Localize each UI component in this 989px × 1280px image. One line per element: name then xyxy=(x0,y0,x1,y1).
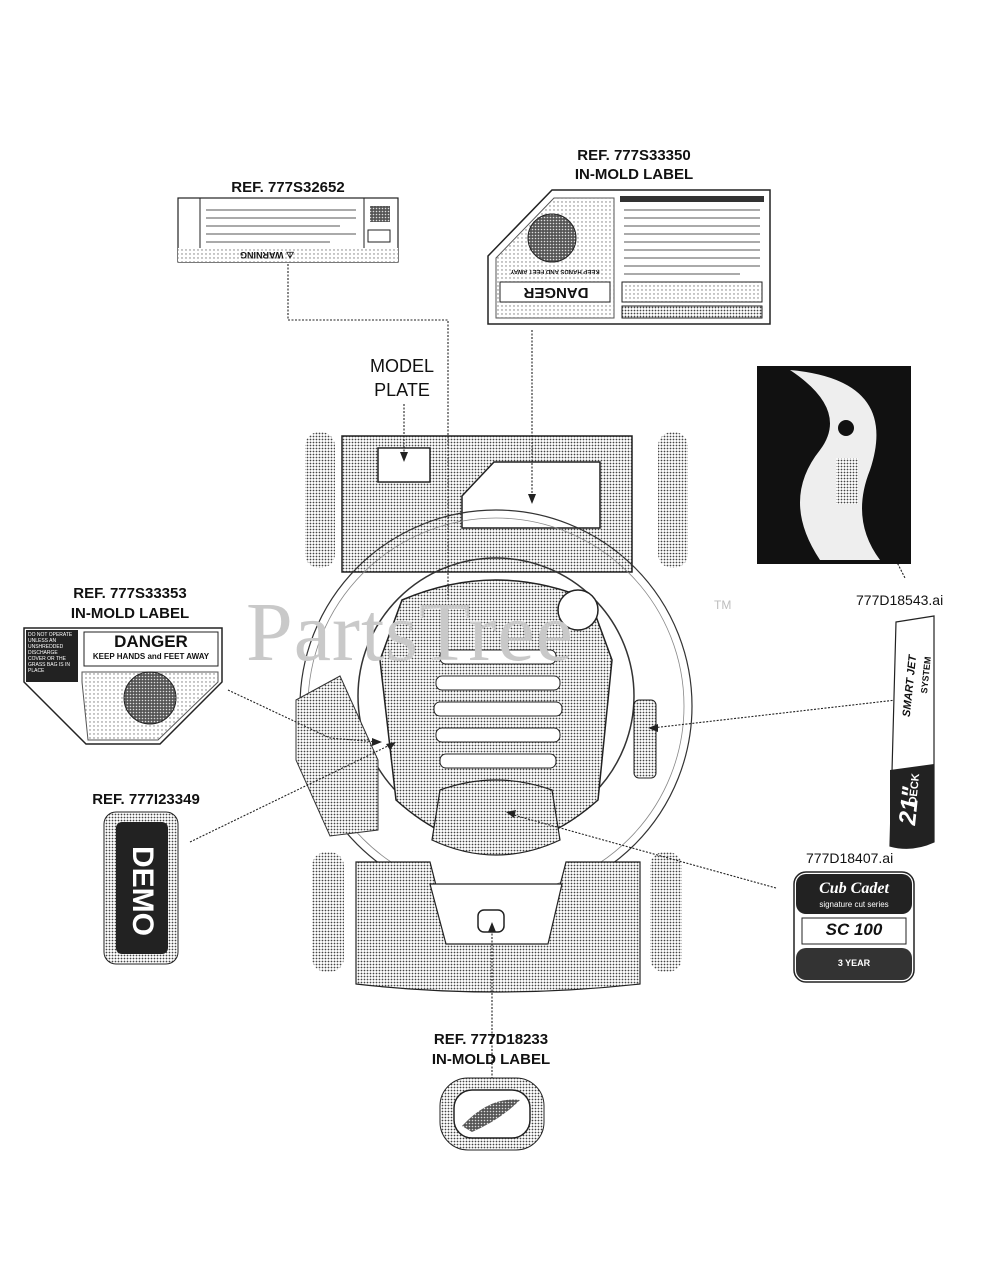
side-chute xyxy=(295,675,379,837)
brand-text: Cub Cadet xyxy=(819,880,889,897)
front-cover xyxy=(431,779,561,856)
label-ref-777d18233-line2: IN-MOLD LABEL xyxy=(431,1051,551,1068)
label-ref-777s33353-line1: REF. 777S33353 xyxy=(73,585,187,602)
watermark: PartsTree xyxy=(246,586,574,679)
wheel-front-left xyxy=(312,852,344,972)
leader-777d18543 xyxy=(651,699,897,729)
label-ref-777s33350-line1: REF. 777S33350 xyxy=(577,147,691,164)
label-ref-777s32652: REF. 777S32652 xyxy=(231,179,345,196)
decal-777i23349 xyxy=(103,811,179,965)
decal-cub-cadet xyxy=(793,871,915,983)
danger-left-text: DANGER xyxy=(114,632,188,651)
leader-arrowheads xyxy=(372,452,658,932)
wheel-rear-left xyxy=(305,432,335,568)
leader-777d18407 xyxy=(509,813,777,889)
label-ref-777i23349: REF. 777I23349 xyxy=(92,791,200,808)
label-ref-777d18233-line1: REF. 777D18233 xyxy=(433,1031,549,1048)
fuel-cap xyxy=(557,589,599,631)
mower-outline xyxy=(295,432,693,993)
danger-left-side: DO NOT OPERATE UNLESS AN UNSHREDDED DISC… xyxy=(28,632,73,674)
model-text: SC 100 xyxy=(825,920,883,939)
wheel-front-right xyxy=(650,852,682,972)
vertical-badge-text: DEMO xyxy=(126,846,159,936)
right-side-panel xyxy=(633,699,657,779)
engine-fins xyxy=(433,649,563,769)
danger-top-sub: KEEP HANDS AND FEET AWAY xyxy=(510,268,600,274)
decal-side-black xyxy=(757,366,911,564)
front-bumper xyxy=(355,861,641,993)
leader-777i23349 xyxy=(189,743,393,843)
decal-777d18233 xyxy=(439,1077,545,1151)
label-model-plate-line1: MODEL xyxy=(369,356,434,376)
decal-21-deck xyxy=(889,615,935,849)
leader-777s32652 xyxy=(287,264,449,600)
danger-top-text: DANGER xyxy=(523,284,589,301)
label-file-777d18407: 777D18407.ai xyxy=(806,850,894,866)
decal-777s33353 xyxy=(23,627,223,745)
warning-header-text: ⚠ WARNING xyxy=(240,250,295,260)
series-text: signature cut series xyxy=(819,900,889,909)
label-file-777d18543: 777D18543.ai xyxy=(856,592,944,608)
danger-left-sub: KEEP HANDS and FEET AWAY xyxy=(92,652,210,661)
label-ref-777s33353-line2: IN-MOLD LABEL xyxy=(70,605,190,622)
label-ref-777s33350-line2: IN-MOLD LABEL xyxy=(574,166,694,183)
leader-lines xyxy=(189,264,906,1100)
decal-777s32652 xyxy=(177,197,399,263)
label-model-plate-line2: PLATE xyxy=(374,380,430,400)
watermark-trademark: TM xyxy=(714,598,732,612)
warranty-text: 3 YEAR xyxy=(837,958,871,968)
wheel-rear-right xyxy=(658,432,688,568)
decal-777s33350 xyxy=(487,189,771,325)
leader-777s33353 xyxy=(227,689,379,743)
